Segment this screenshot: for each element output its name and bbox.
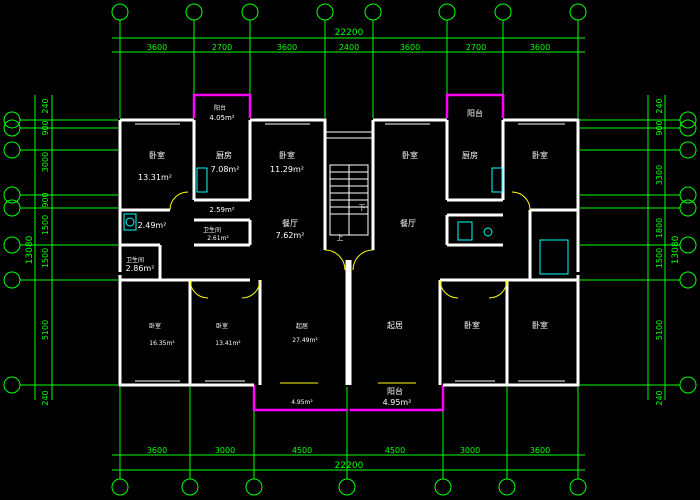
left-dim-7: 5100 [41,320,50,340]
left-dim-3: 3000 [41,152,50,172]
kitchen-right-label: 厨房 [462,150,478,160]
right-dim-3: 3300 [655,165,664,185]
doors [169,191,531,384]
top-dim-7: 3600 [530,43,550,52]
bedroom-top-mid-left-area: 11.29m² [270,165,304,174]
left-dim-6: 1500 [41,248,50,268]
top-dim-2: 2700 [212,43,232,52]
left-dim-2: 900 [41,120,50,135]
balcony-bottom-left-area: 4.95m² [291,399,313,406]
living-left-area: 27.49m² [292,337,318,344]
right-dim-2: 900 [655,120,664,135]
left-dim-1: 240 [41,98,50,113]
bedroom-top-left-area: 13.31m² [138,173,172,182]
bedroom-bottom-left-area: 16.35m² [149,340,175,347]
right-dim-5: 1500 [655,248,664,268]
bottom-dim-1: 3600 [147,446,167,455]
balcony-top-right-label: 阳台 [467,108,483,118]
living-left-label: 起居 [296,322,308,330]
right-total-dimension: 13080 [671,235,681,264]
bottom-dim-2: 3000 [215,446,235,455]
stair [329,164,369,236]
left-dim-4: 900 [41,192,50,207]
bedroom-bottom-left-label: 卧室 [149,322,161,330]
bedroom-top-right-label: 卧室 [532,150,548,160]
top-dim-3: 3600 [277,43,297,52]
bedroom-bottom-right-label: 卧室 [532,320,548,330]
left-dim-8: 240 [41,390,50,405]
left-total-dimension: 13080 [25,235,35,264]
left-dim-5: 1500 [41,215,50,235]
bottom-dim-3: 4500 [292,446,312,455]
top-dim-5: 3600 [400,43,420,52]
bath-left-label: 卫生间 [203,226,221,234]
stair-up-label: 上 [337,233,344,242]
bottom-dim-5: 3000 [460,446,480,455]
wc-left-area: 2.49m² [138,221,167,230]
dining-left-area: 7.62m² [276,231,305,240]
bedroom-top-mid-right-label: 卧室 [402,150,418,160]
top-total-dimension: 22200 [335,28,364,38]
living-right-label: 起居 [387,321,403,330]
bedroom-bottom-mid-right-label: 卧室 [464,320,480,330]
bottom-dim-6: 3600 [530,446,550,455]
bottom-total-dimension: 22200 [335,461,364,471]
right-dim-1: 240 [655,98,664,113]
windows [135,123,565,382]
balcony-bottom-right-area: 4.95m² [383,398,412,407]
bedroom-bottom-mid-left-area: 13.41m² [215,340,241,347]
dimension-lines [20,20,680,479]
bath-left2-area: 2.86m² [126,264,155,273]
bath-left-area: 2.61m² [207,235,229,242]
stair-down-label: 下 [359,204,366,212]
right-dim-7: 240 [655,390,664,405]
bedroom-top-mid-left-label: 卧室 [279,150,295,160]
bottom-dim-4: 4500 [385,446,405,455]
storage-left-area: 2.59m² [209,206,234,214]
walls [118,118,580,387]
right-dim-6: 5100 [655,320,664,340]
fixtures [123,167,569,275]
balcony-top-left-area: 4.05m² [209,114,234,122]
balcony-top-left-label: 阳台 [214,104,226,112]
top-dim-6: 2700 [466,43,486,52]
top-dim-1: 3600 [147,43,167,52]
bedroom-bottom-mid-left-label: 卧室 [216,322,228,330]
balcony-bottom-right-label: 阳台 [387,386,403,396]
bath-left2-label: 卫生间 [126,256,144,264]
bedroom-top-left-label: 卧室 [149,150,165,160]
top-dim-4: 2400 [339,43,359,52]
dining-left-label: 餐厅 [282,219,298,228]
right-dim-4: 1800 [655,218,664,238]
balconies [192,93,505,412]
kitchen-left-label: 厨房 [216,150,232,160]
kitchen-left-area: 7.08m² [211,165,240,174]
dining-right-label: 餐厅 [400,219,416,228]
